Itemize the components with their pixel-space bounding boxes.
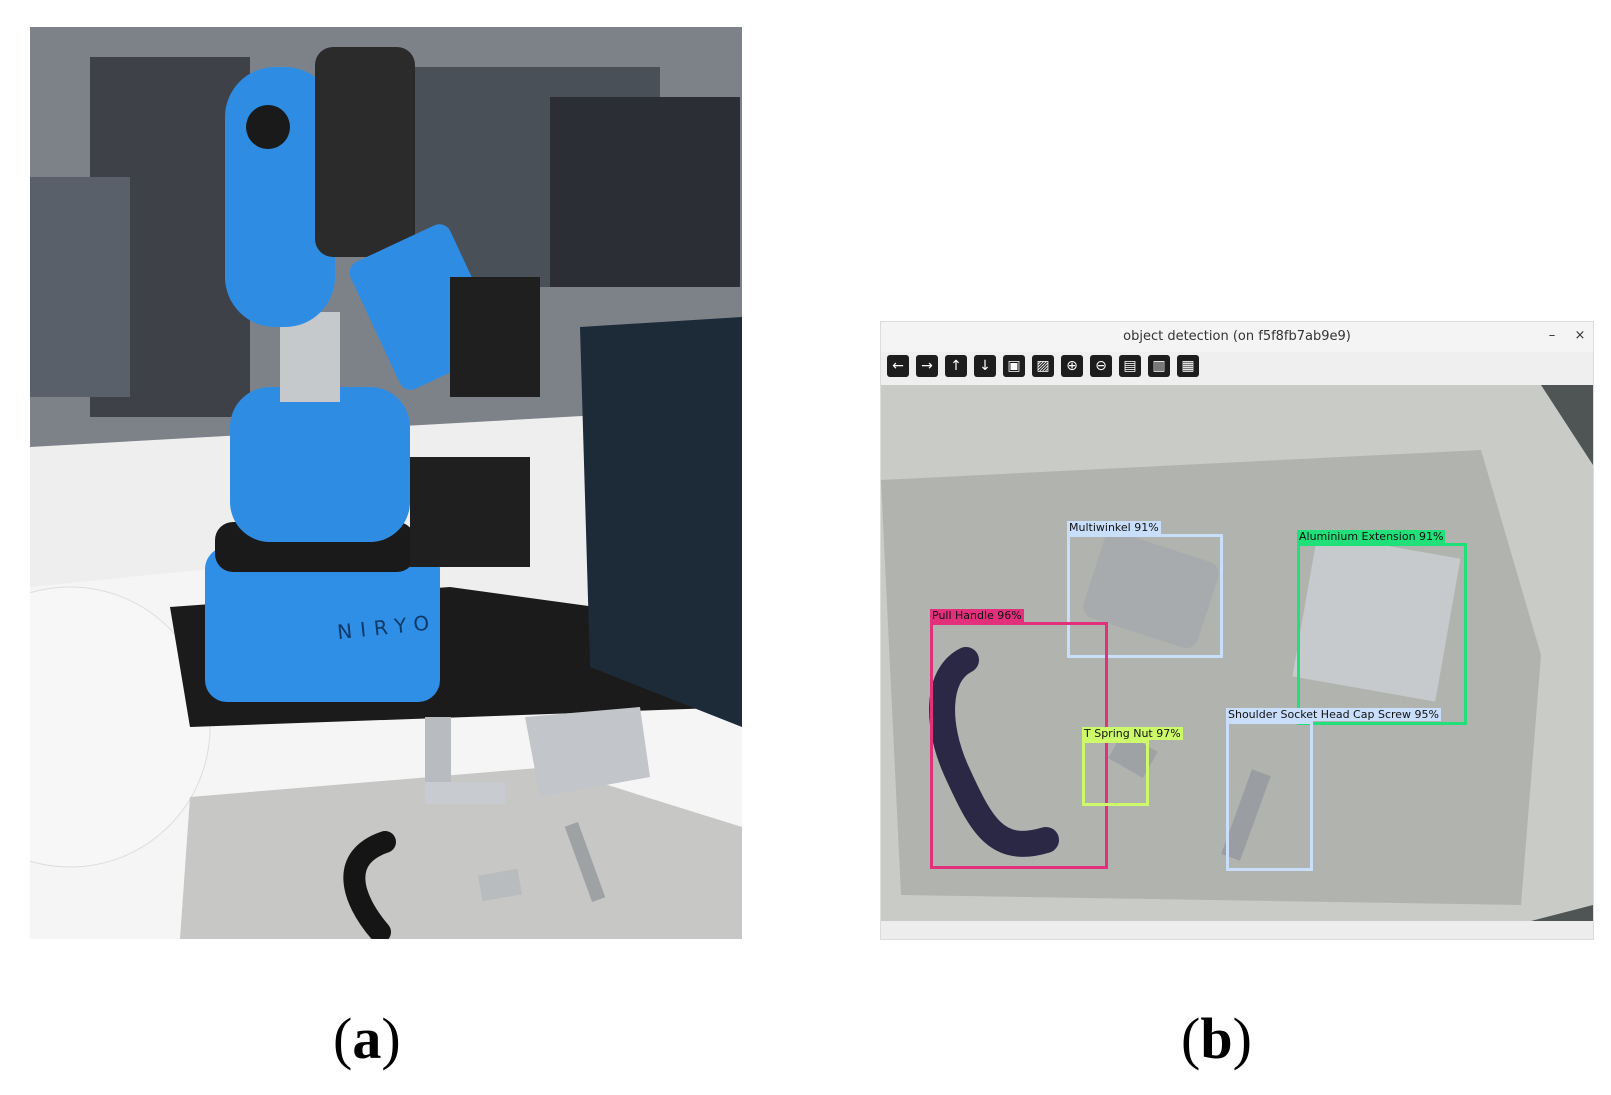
object-detection-window: object detection (on f5f8fb7ab9e9) – × ←… <box>881 322 1593 939</box>
detection-scene <box>881 385 1593 921</box>
caption-b: (b) <box>1181 1005 1252 1072</box>
window-title: object detection (on f5f8fb7ab9e9) <box>1123 329 1351 344</box>
detection-label-multiwinkel: Multiwinkel 91% <box>1067 521 1161 534</box>
forward-icon[interactable]: → <box>916 355 938 377</box>
close-button[interactable]: × <box>1574 328 1586 343</box>
robot-scene <box>30 27 742 939</box>
clipboard-icon[interactable]: ▥ <box>1148 355 1170 377</box>
image-icon[interactable]: ▣ <box>1003 355 1025 377</box>
image-settings-icon[interactable]: ▨ <box>1032 355 1054 377</box>
detection-label-shoulder-screw: Shoulder Socket Head Cap Screw 95% <box>1226 708 1441 721</box>
detection-box-t-spring-nut[interactable] <box>1082 740 1149 806</box>
detection-box-multiwinkel[interactable] <box>1067 534 1223 658</box>
status-bar <box>881 921 1593 939</box>
save-image-icon[interactable]: ▤ <box>1119 355 1141 377</box>
robot-photo: NIRYO <box>30 27 742 939</box>
caption-a-close: ) <box>381 1006 401 1071</box>
detection-box-aluminium-extension[interactable] <box>1297 543 1467 725</box>
caption-a: (a) <box>333 1005 401 1072</box>
caption-b-close: ) <box>1232 1006 1252 1071</box>
caption-b-open: ( <box>1181 1006 1201 1071</box>
zoom-out-icon[interactable]: ⊖ <box>1090 355 1112 377</box>
up-icon[interactable]: ↑ <box>945 355 967 377</box>
detection-label-pull-handle: Pull Handle 96% <box>930 609 1024 622</box>
detection-label-aluminium-extension: Aluminium Extension 91% <box>1297 530 1446 543</box>
caption-b-letter: b <box>1200 1006 1233 1071</box>
toolbar: ← → ↑ ↓ ▣ ▨ ⊕ ⊖ ▤ ▥ ▦ <box>887 355 1199 381</box>
zoom-in-icon[interactable]: ⊕ <box>1061 355 1083 377</box>
detection-box-shoulder-screw[interactable] <box>1226 721 1313 871</box>
title-bar[interactable]: object detection (on f5f8fb7ab9e9) – × <box>881 322 1593 352</box>
caption-a-open: ( <box>333 1006 353 1071</box>
detection-image: Multiwinkel 91% Aluminium Extension 91% … <box>881 385 1593 921</box>
back-icon[interactable]: ← <box>887 355 909 377</box>
detection-label-t-spring-nut: T Spring Nut 97% <box>1082 727 1183 740</box>
caption-a-letter: a <box>352 1006 382 1071</box>
detection-box-pull-handle[interactable] <box>930 622 1108 869</box>
minimize-button[interactable]: – <box>1548 328 1556 343</box>
down-icon[interactable]: ↓ <box>974 355 996 377</box>
save-icon[interactable]: ▦ <box>1177 355 1199 377</box>
